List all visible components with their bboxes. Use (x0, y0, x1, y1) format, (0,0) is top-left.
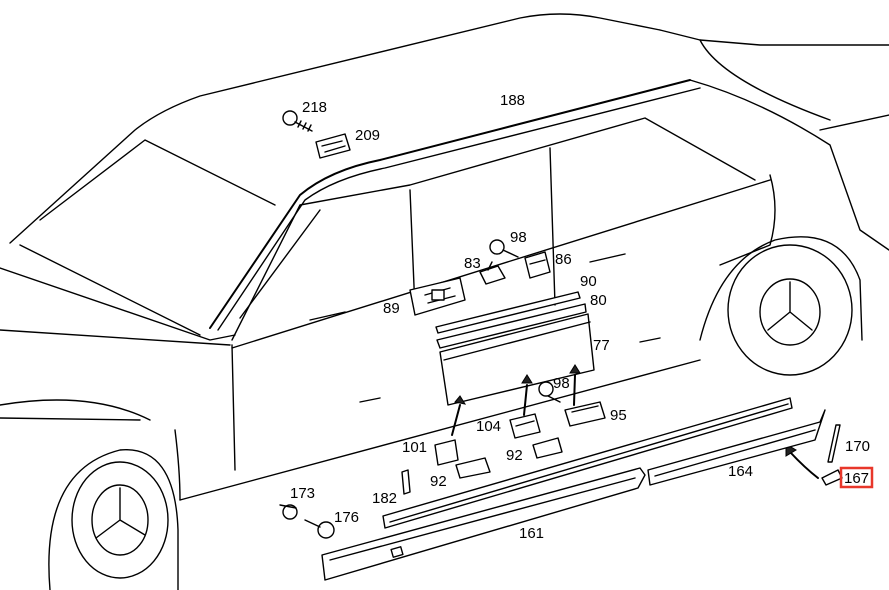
part-sill-upper-strip (382, 397, 793, 529)
part-90-strip (435, 291, 581, 334)
label-188: 188 (500, 92, 525, 109)
label-80: 80 (590, 292, 607, 309)
label-98-upper: 98 (510, 229, 527, 246)
part-83-clip (479, 261, 506, 285)
part-92-clip-right (532, 437, 563, 459)
part-176-screw (304, 519, 335, 539)
part-170-strip (827, 424, 841, 463)
front-wheel (48, 449, 179, 590)
part-92-clip-left (455, 457, 491, 479)
label-101: 101 (402, 439, 427, 456)
label-164: 164 (728, 463, 753, 480)
part-89-bracket (409, 277, 466, 316)
label-170: 170 (845, 438, 870, 455)
part-182-pin (401, 469, 411, 495)
car-body-outline (0, 13, 889, 501)
part-95-clip (564, 401, 606, 427)
label-90: 90 (580, 273, 597, 290)
label-77: 77 (593, 337, 610, 354)
part-98-screw-lower (538, 381, 561, 403)
label-173: 173 (290, 485, 315, 502)
label-209: 209 (355, 127, 380, 144)
part-161-side-sill (321, 467, 646, 581)
label-86: 86 (555, 251, 572, 268)
part-218-screw (282, 110, 313, 132)
part-98-screw-upper (489, 239, 519, 258)
part-101-clip (434, 439, 459, 466)
part-209-clip (315, 133, 351, 159)
highlight-box-167 (839, 466, 874, 489)
label-92-right: 92 (506, 447, 523, 464)
part-164-rear-sill (647, 409, 826, 486)
part-77-door-moulding (439, 313, 595, 406)
part-80-strip (436, 303, 587, 349)
part-104-clip (509, 413, 541, 439)
part-86-clip (524, 251, 551, 279)
label-182: 182 (372, 490, 397, 507)
part-173-screw (279, 504, 298, 520)
label-104: 104 (476, 418, 501, 435)
label-98-lower: 98 (553, 375, 570, 392)
label-218: 218 (302, 99, 327, 116)
label-83: 83 (464, 255, 481, 272)
part-167-end-cap (821, 469, 843, 486)
label-161: 161 (519, 525, 544, 542)
assembly-arrows (451, 364, 819, 479)
label-176: 176 (334, 509, 359, 526)
label-95: 95 (610, 407, 627, 424)
label-167: 167 (844, 470, 869, 487)
label-89: 89 (383, 300, 400, 317)
label-92-left: 92 (430, 473, 447, 490)
rear-wheel (699, 236, 863, 376)
